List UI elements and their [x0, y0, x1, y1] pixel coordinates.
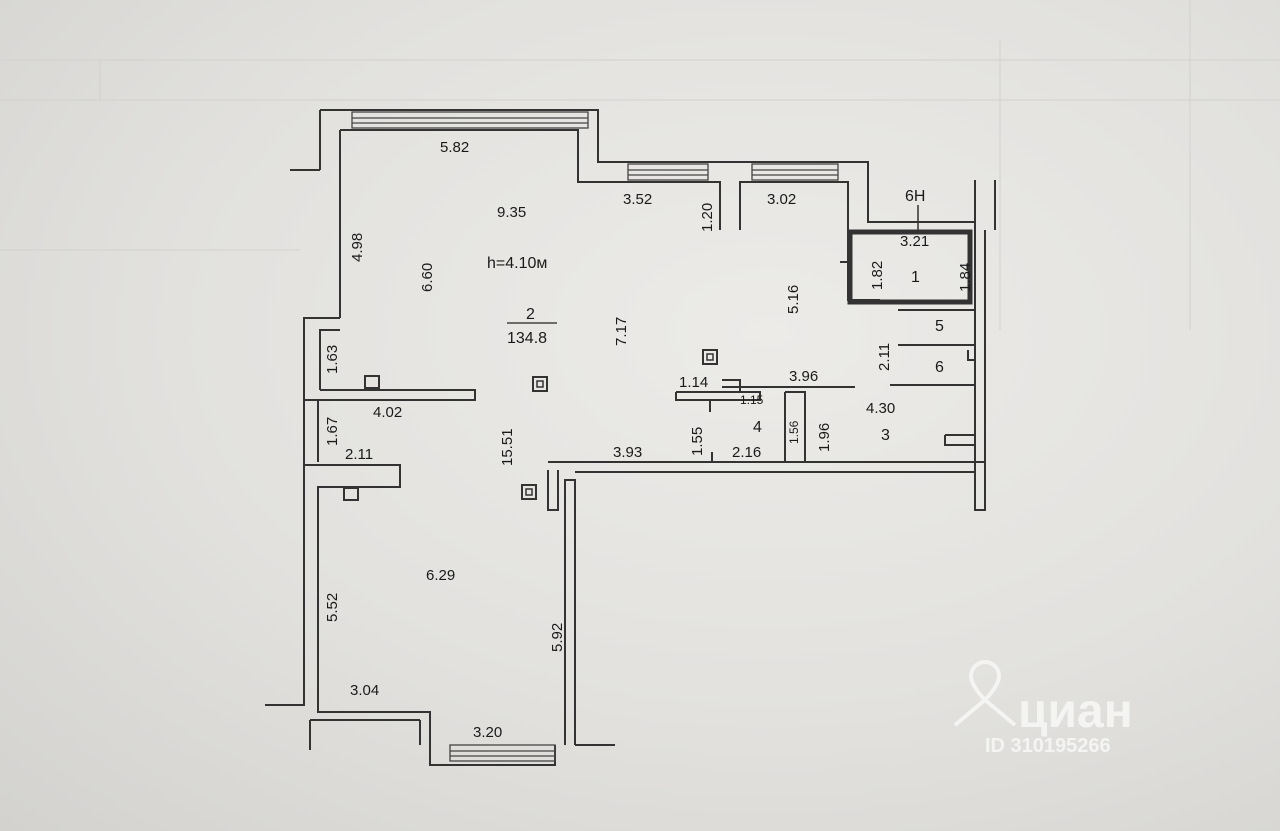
dim-1-56: 1.56: [787, 420, 801, 444]
room-2-area: 134.8: [507, 330, 547, 347]
columns: [343, 349, 718, 501]
dim-4-02: 4.02: [373, 404, 402, 421]
watermark-id: ID 310195266: [985, 735, 1111, 757]
dim-9-35: 9.35: [497, 204, 526, 221]
dim-1-96: 1.96: [816, 423, 833, 452]
dim-4-98: 4.98: [349, 233, 366, 262]
room-3-number: 3: [881, 427, 890, 444]
dim-3-52: 3.52: [623, 191, 652, 208]
room-1-number: 1: [911, 269, 920, 286]
dim-1-15: 1.15: [740, 393, 764, 407]
background-table-lines: [0, 0, 1280, 330]
dim-2-11-b: 2.11: [345, 446, 373, 463]
windows: [351, 111, 839, 762]
room-4-number: 4: [753, 419, 762, 436]
dim-2-16: 2.16: [732, 444, 761, 461]
dim-3-93: 3.93: [613, 444, 642, 461]
watermark-brand: циан: [1018, 685, 1133, 738]
location-pin-icon: [953, 659, 1017, 727]
room-5-number: 5: [935, 318, 944, 335]
dim-15-51: 15.51: [499, 428, 516, 466]
dim-1-67: 1.67: [324, 417, 341, 446]
dim-6-60: 6.60: [419, 263, 436, 292]
cian-watermark: циан ID 310195266: [953, 659, 1133, 757]
dim-5-52: 5.52: [324, 593, 341, 622]
dim-5-16: 5.16: [785, 285, 802, 314]
dim-1-84: 1.84: [957, 263, 974, 292]
dim-3-02: 3.02: [767, 191, 796, 208]
dim-1-82: 1.82: [869, 261, 886, 290]
dim-3-96: 3.96: [789, 368, 818, 385]
dim-2-11-a: 2.11: [876, 343, 893, 371]
dim-5-82: 5.82: [440, 139, 469, 156]
room-6-number: 6: [935, 359, 944, 376]
dim-3-20: 3.20: [473, 724, 502, 741]
axis-label: 6Н: [905, 188, 925, 205]
dim-5-92: 5.92: [549, 623, 566, 652]
dim-1-63: 1.63: [324, 345, 341, 374]
wet-zone-partitions: [675, 229, 976, 462]
dim-1-14: 1.14: [679, 374, 708, 391]
dim-1-55: 1.55: [689, 427, 706, 456]
room-2-number: 2: [526, 306, 535, 323]
dim-6-29: 6.29: [426, 567, 455, 584]
dim-3-21: 3.21: [900, 233, 929, 250]
dim-3-04: 3.04: [350, 682, 379, 699]
dim-4-30: 4.30: [866, 400, 895, 417]
dim-1-20: 1.20: [699, 203, 716, 232]
dim-7-17: 7.17: [613, 317, 630, 346]
ceiling-height: h=4.10м: [487, 255, 547, 272]
